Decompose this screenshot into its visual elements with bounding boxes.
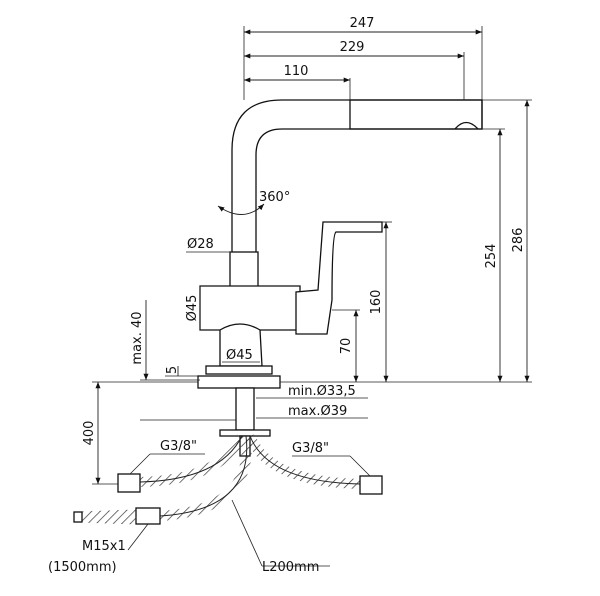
mixer-body bbox=[199, 285, 301, 331]
dim-rotation: 360° bbox=[259, 190, 290, 205]
dim-dia-body: Ø45 bbox=[185, 295, 200, 322]
label-thread-left: G3/8" bbox=[160, 439, 197, 454]
spout-outlet bbox=[454, 121, 479, 130]
pullout-thread-end bbox=[79, 509, 137, 525]
diameter-labels: Ø28 Ø45 Ø45 bbox=[185, 237, 260, 363]
dim-height-body: 70 bbox=[339, 338, 354, 355]
dim-width-spout: 229 bbox=[340, 40, 365, 55]
dim-height-total: 286 bbox=[511, 228, 526, 253]
dim-width-body: 110 bbox=[284, 64, 309, 79]
dim-plate: 5 bbox=[165, 366, 180, 374]
lever-handle bbox=[295, 221, 383, 335]
fitting-left bbox=[117, 473, 141, 493]
dim-max-thickness: max. 40 bbox=[130, 311, 145, 364]
spout-neck bbox=[229, 251, 259, 289]
rotation-indicator: 360° bbox=[217, 190, 290, 215]
base-plate bbox=[197, 375, 281, 389]
hose-labels: G3/8" G3/8" M15x1 (1500mm) L200mm bbox=[48, 439, 371, 575]
label-pullout-length: (1500mm) bbox=[48, 560, 117, 575]
dim-dia-base: Ø45 bbox=[226, 348, 253, 363]
mounting-shank bbox=[235, 387, 255, 431]
installation-dimensions: max. 40 5 400 bbox=[82, 300, 236, 485]
hoses bbox=[73, 433, 383, 525]
hole-labels: min.Ø33,5 max.Ø39 bbox=[256, 384, 368, 419]
dim-dia-spout: Ø28 bbox=[187, 237, 214, 252]
dim-width-total: 247 bbox=[350, 16, 375, 31]
width-dimensions: 247 229 110 bbox=[243, 16, 483, 100]
label-pullout-thread: M15x1 bbox=[82, 539, 126, 554]
dim-height-spout: 254 bbox=[484, 244, 499, 269]
label-spout-hose: L200mm bbox=[262, 560, 319, 575]
mounting-nut bbox=[219, 429, 271, 437]
spout-head bbox=[349, 99, 483, 130]
faucet-body bbox=[197, 99, 483, 457]
pullout-nut bbox=[135, 507, 161, 525]
height-dimensions: 286 254 160 70 bbox=[280, 99, 532, 383]
base-flange bbox=[205, 365, 273, 375]
lower-body bbox=[219, 323, 263, 367]
fitting-right bbox=[359, 475, 383, 495]
dim-hole-max: max.Ø39 bbox=[288, 404, 347, 419]
dim-hole-min: min.Ø33,5 bbox=[288, 384, 356, 399]
dim-height-lever: 160 bbox=[369, 290, 384, 315]
dim-hose-length: 400 bbox=[82, 421, 97, 446]
label-thread-right: G3/8" bbox=[292, 441, 329, 456]
